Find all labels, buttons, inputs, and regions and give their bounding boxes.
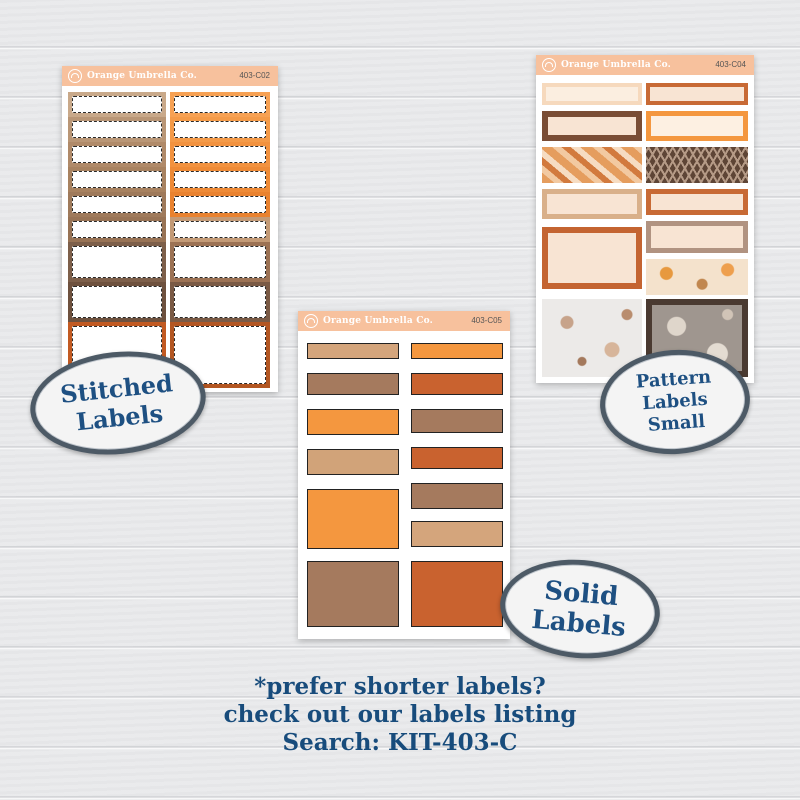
stitched-label [68,167,166,192]
umbrella-logo-icon [68,69,82,83]
framed-label [646,189,748,215]
solid-labels-badge: Solid Labels [496,553,664,665]
framed-label [542,111,642,141]
stitched-label [170,117,270,142]
stitched-label [68,117,166,142]
brand-name: Orange Umbrella Co. [561,60,671,70]
stitched-label [68,217,166,242]
stitched-label [170,192,270,217]
solid-label [411,373,503,395]
stitched-label [170,242,270,282]
solid-label [411,343,503,359]
framed-label [646,83,748,105]
stitched-label [170,282,270,322]
solid-label [307,409,399,435]
stitched-label [170,217,270,242]
brand-name: Orange Umbrella Co. [87,71,197,81]
sheet-code: 403-C04 [715,60,746,69]
solid-label [411,561,503,627]
brand-name: Orange Umbrella Co. [323,316,433,326]
umbrella-logo-icon [304,314,318,328]
framed-label [542,83,642,105]
sheet-code: 403-C02 [239,71,270,80]
stitched-label [68,282,166,322]
solid-label [307,489,399,549]
stitched-label [170,142,270,167]
solid-label [307,343,399,359]
sheet-header: Orange Umbrella Co. 403-C05 [298,311,510,331]
framed-label [646,221,748,253]
badge-text: Solid Labels [530,575,628,643]
framed-label [646,111,748,141]
solid-label [411,521,503,547]
solid-labels-sheet: Orange Umbrella Co. 403-C05 [298,311,510,639]
sheet-code: 403-C05 [471,316,502,325]
stitched-label [68,92,166,117]
sheet-header: Orange Umbrella Co. 403-C04 [536,55,754,75]
knit-pattern-label [646,147,748,183]
stitched-label [68,142,166,167]
search-keyword-text: Search: KIT-403-C [282,729,518,756]
solid-label [411,483,503,509]
umbrella-logo-icon [542,58,556,72]
badge-text: Pattern Labels Small [635,366,712,436]
solid-label [411,409,503,433]
framed-label [542,227,642,289]
leaf-pattern-label [542,147,642,183]
footer-line-1: *prefer shorter labels? [254,673,546,700]
stitched-labels-sheet: Orange Umbrella Co. 403-C02 [62,66,278,392]
badge-text: Stitched Labels [58,368,175,437]
solid-label [307,449,399,475]
pattern-labels-sheet: Orange Umbrella Co. 403-C04 [536,55,754,383]
sheet-header: Orange Umbrella Co. 403-C02 [62,66,278,86]
stitched-label [68,242,166,282]
footer-line-2: check out our labels listing [223,701,577,728]
framed-label [542,189,642,219]
stitched-label [170,92,270,117]
solid-label [411,447,503,469]
stitched-label [170,167,270,192]
stitched-label [68,192,166,217]
acorn-pattern-label [646,259,748,295]
solid-label [307,373,399,395]
solid-label [307,561,399,627]
